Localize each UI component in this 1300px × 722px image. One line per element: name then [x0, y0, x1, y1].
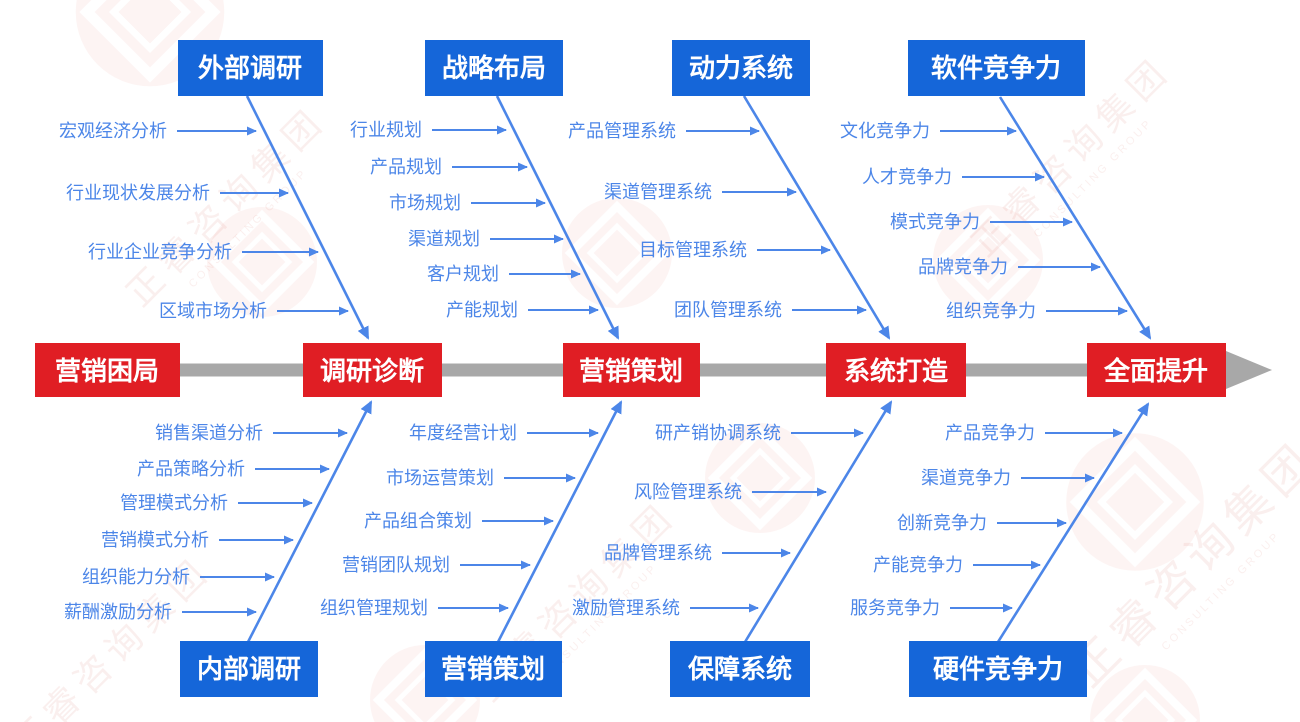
branch-item-label: 营销团队规划	[342, 555, 450, 575]
branch-item-label: 年度经营计划	[409, 423, 517, 443]
branch-item-label: 研产销协调系统	[655, 423, 781, 443]
branch-top-1: 宏观经济分析 行业现状发展分析 行业企业竞争分析 区域市场分析	[59, 121, 349, 321]
branch-item-label: 薪酬激励分析	[64, 602, 172, 622]
branch-box-label: 保障系统	[687, 654, 792, 684]
branch-top-2: 行业规划 产品规划 市场规划 渠道规划 客户规划 产能规划	[350, 120, 599, 320]
branch-item-label: 团队管理系统	[674, 300, 782, 320]
branch-box-bottom-1: 内部调研	[180, 641, 318, 697]
branch-box-label: 营销策划	[441, 654, 545, 684]
branch-line-bottom-3	[743, 400, 893, 643]
stage-box-1: 营销困局	[35, 343, 180, 397]
branch-bottom-4: 产品竞争力 渠道竞争力 创新竞争力 产能竞争力 服务竞争力	[850, 423, 1123, 618]
branch-item-label: 销售渠道分析	[155, 423, 263, 443]
branch-item-label: 品牌管理系统	[604, 543, 712, 563]
branch-item-label: 行业规划	[350, 120, 422, 140]
branch-box-label: 战略布局	[442, 53, 546, 83]
stage-label: 营销困局	[55, 356, 159, 386]
branch-item-label: 客户规划	[427, 264, 499, 284]
branch-item-label: 市场规划	[389, 193, 461, 213]
branch-box-label: 软件竞争力	[931, 53, 1061, 83]
branch-item-label: 产品策略分析	[137, 459, 245, 479]
branch-item-label: 组织能力分析	[82, 567, 190, 587]
branch-item-label: 组织管理规划	[320, 598, 428, 618]
branch-item-label: 区域市场分析	[159, 301, 267, 321]
branch-item-label: 激励管理系统	[572, 598, 680, 618]
branch-item-label: 人才竞争力	[862, 167, 952, 187]
branch-item-label: 管理模式分析	[120, 493, 228, 513]
branch-item-label: 服务竞争力	[850, 598, 940, 618]
branch-line-bottom-2	[496, 400, 623, 643]
stage-label: 系统打造	[844, 356, 948, 386]
branch-line-bottom-4	[996, 402, 1150, 643]
branch-item-label: 创新竞争力	[897, 513, 987, 533]
branch-item-label: 产品竞争力	[945, 423, 1035, 443]
branch-line-top-4	[998, 96, 1152, 340]
branch-box-label: 外部调研	[198, 53, 302, 83]
branch-box-bottom-3: 保障系统	[670, 641, 810, 697]
branch-bottom-1: 销售渠道分析 产品策略分析 管理模式分析 营销模式分析 组织能力分析 薪酬激励分…	[64, 423, 348, 622]
branch-item-label: 文化竞争力	[840, 121, 930, 141]
branch-item-label: 产品管理系统	[568, 121, 676, 141]
stage-label: 调研诊断	[320, 356, 424, 386]
branch-box-bottom-4: 硬件竞争力	[909, 641, 1087, 697]
stage-box-2: 调研诊断	[303, 343, 442, 397]
branch-box-top-2: 战略布局	[425, 40, 563, 96]
branch-item-label: 风险管理系统	[634, 482, 742, 502]
branch-box-label: 内部调研	[197, 654, 301, 684]
branch-line-bottom-1	[246, 400, 373, 643]
branch-box-top-1: 外部调研	[178, 40, 323, 96]
branch-item-label: 目标管理系统	[639, 240, 747, 260]
branch-top-4: 文化竞争力 人才竞争力 模式竞争力 品牌竞争力 组织竞争力	[840, 121, 1128, 321]
branch-item-label: 产能竞争力	[873, 555, 963, 575]
spine-arrowhead-icon	[1226, 351, 1272, 389]
branch-item-label: 营销模式分析	[101, 530, 209, 550]
branch-item-label: 产品规划	[370, 157, 442, 177]
stage-label: 全面提升	[1103, 356, 1208, 386]
branch-item-label: 渠道规划	[408, 229, 480, 249]
branch-item-label: 行业企业竞争分析	[88, 242, 232, 262]
branch-item-label: 产能规划	[446, 300, 518, 320]
branch-item-label: 渠道竞争力	[921, 468, 1011, 488]
stage-box-3: 营销策划	[563, 343, 700, 397]
branch-top-3: 产品管理系统 渠道管理系统 目标管理系统 团队管理系统	[568, 121, 867, 320]
branch-item-label: 行业现状发展分析	[66, 183, 210, 203]
stage-box-4: 系统打造	[826, 343, 966, 397]
stage-box-5: 全面提升	[1087, 343, 1226, 397]
branch-line-top-1	[245, 95, 370, 340]
branch-box-label: 硬件竞争力	[933, 654, 1063, 684]
stage-label: 营销策划	[579, 356, 683, 386]
branch-bottom-2: 年度经营计划 市场运营策划 产品组合策划 营销团队规划 组织管理规划	[320, 423, 599, 618]
branch-item-label: 品牌竞争力	[918, 257, 1008, 277]
branch-box-top-3: 动力系统	[672, 40, 810, 96]
branch-bottom-3: 研产销协调系统 风险管理系统 品牌管理系统 激励管理系统	[572, 423, 864, 618]
branch-line-top-2	[495, 95, 620, 340]
branch-item-label: 宏观经济分析	[59, 121, 167, 141]
branch-box-label: 动力系统	[689, 53, 793, 83]
branch-item-label: 组织竞争力	[946, 301, 1036, 321]
branch-item-label: 市场运营策划	[386, 468, 494, 488]
branch-box-top-4: 软件竞争力	[908, 40, 1085, 96]
branch-item-label: 渠道管理系统	[604, 182, 712, 202]
branch-box-bottom-2: 营销策划	[425, 641, 562, 697]
branch-line-top-3	[742, 95, 891, 340]
branch-item-label: 产品组合策划	[364, 511, 472, 531]
branch-item-label: 模式竞争力	[890, 212, 980, 232]
